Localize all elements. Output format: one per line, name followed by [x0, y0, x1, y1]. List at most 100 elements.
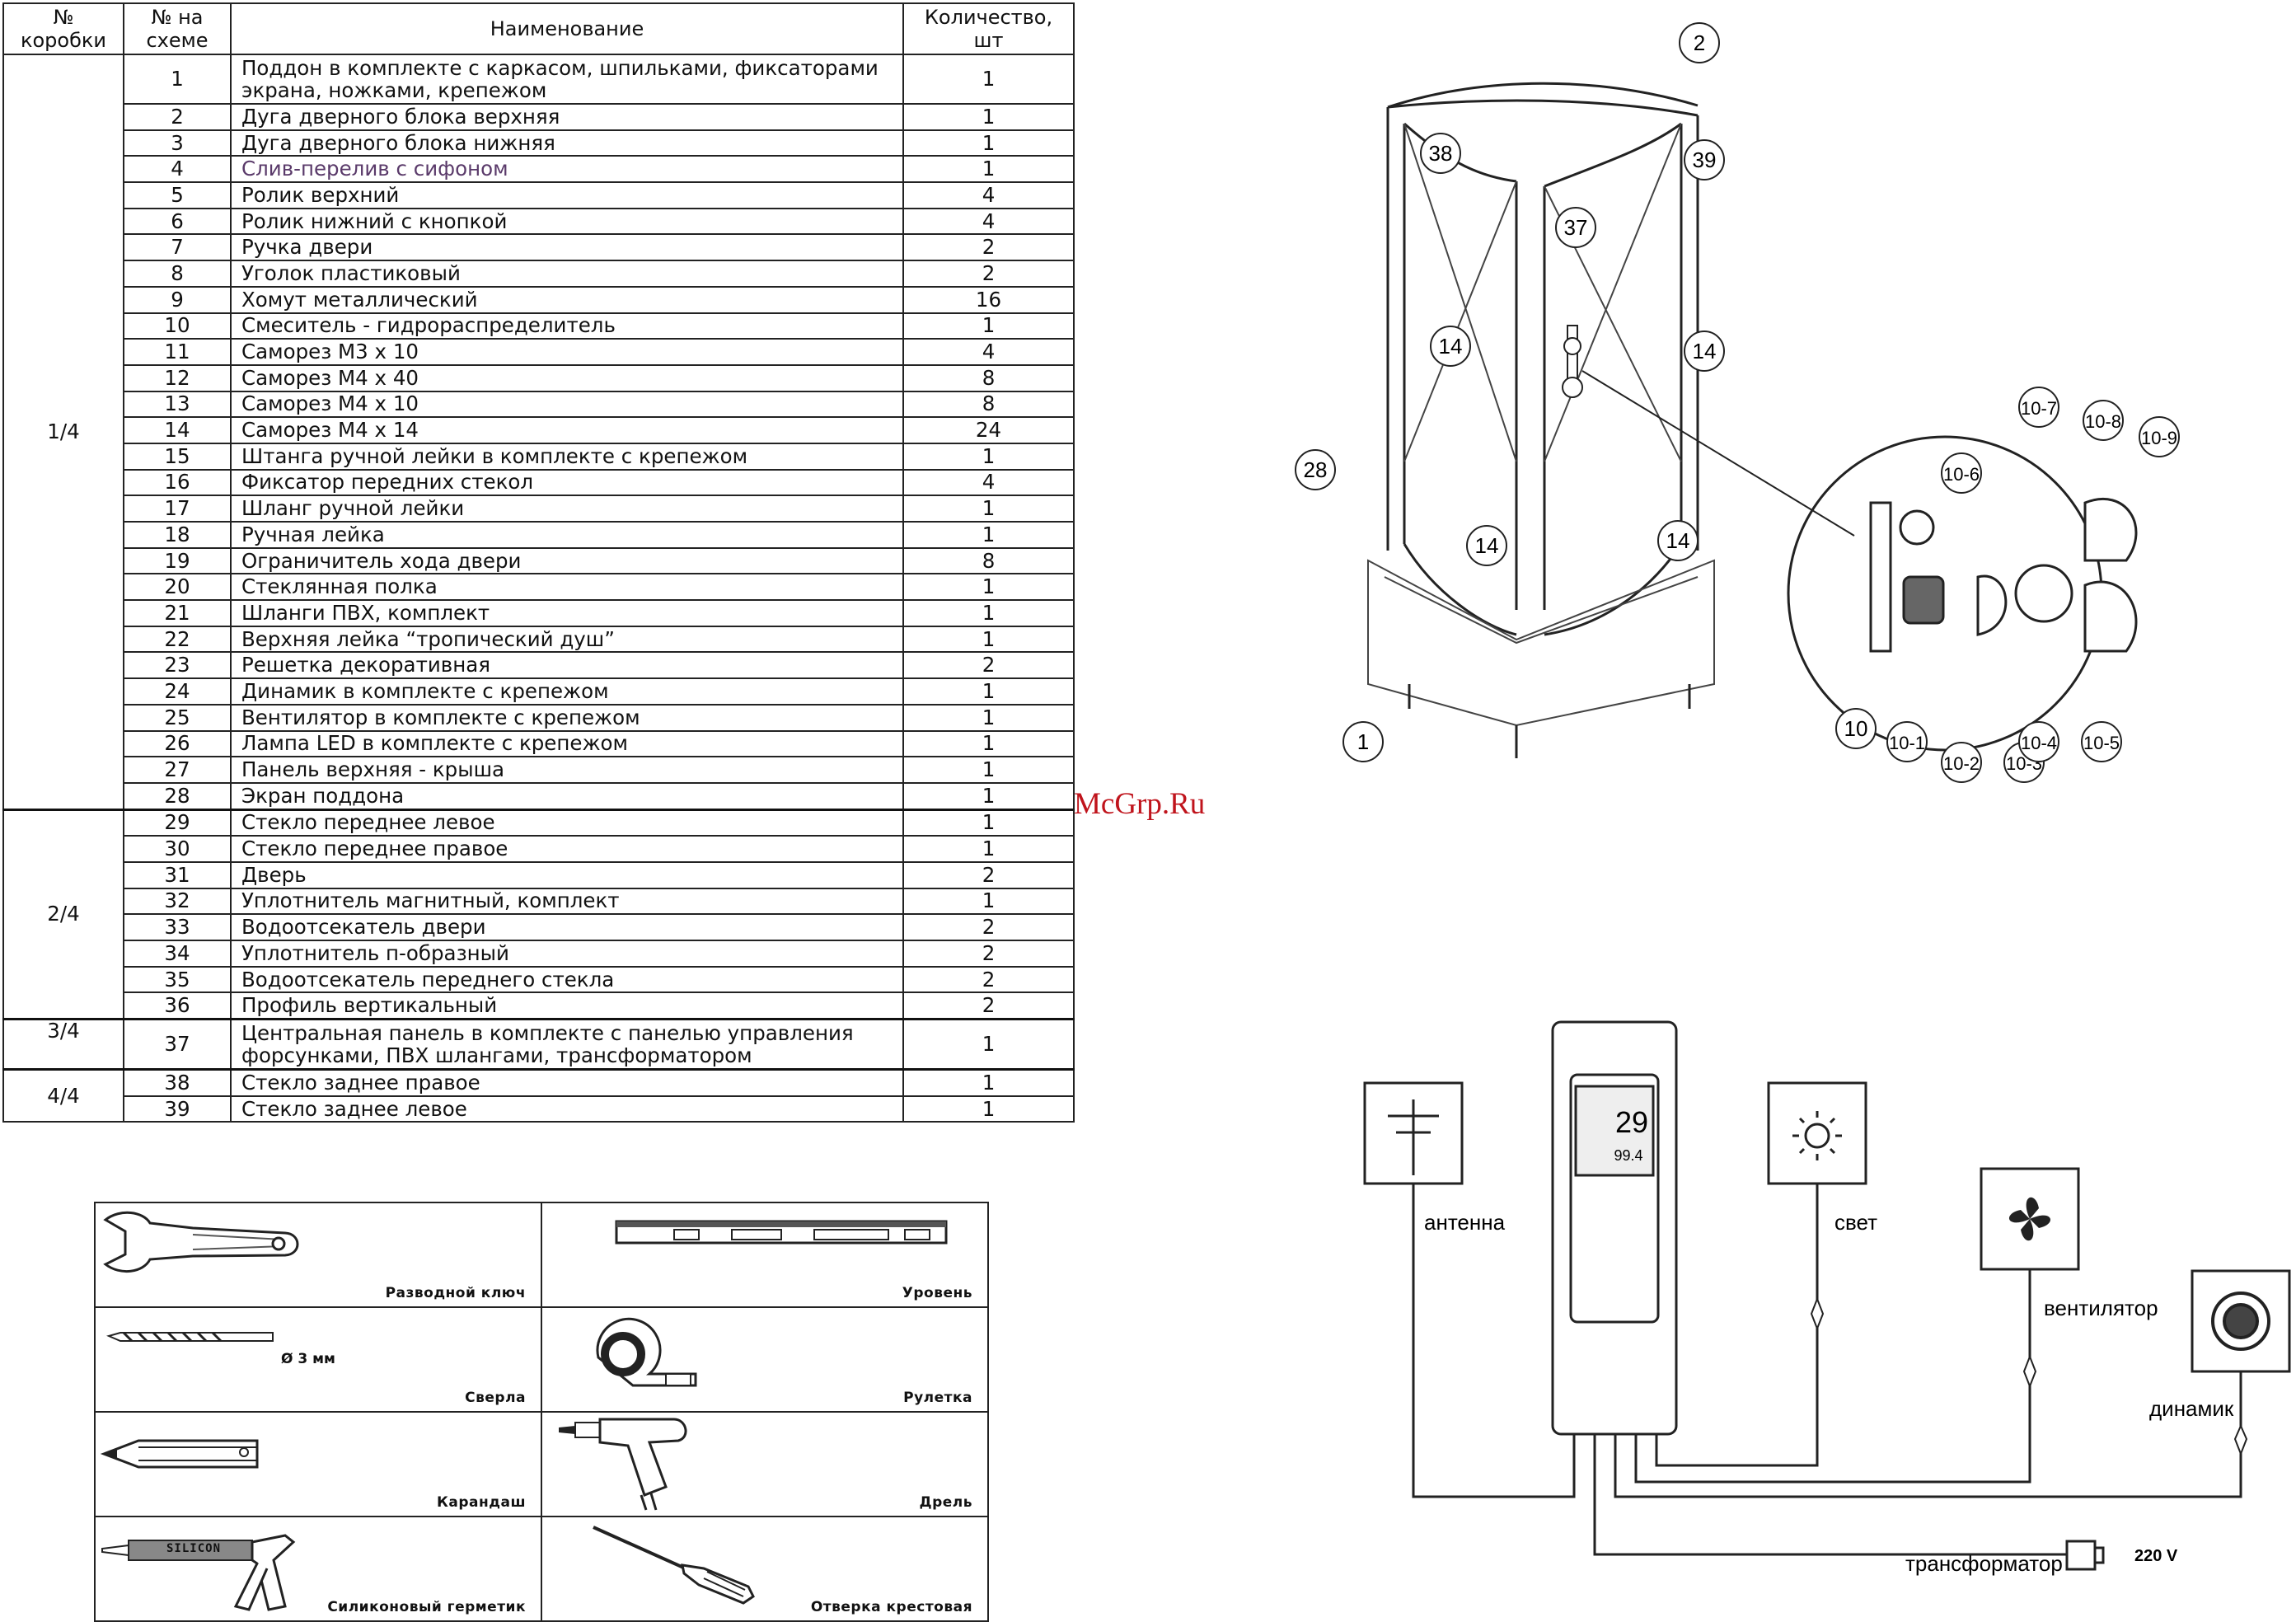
box-number: 1/4 [2, 53, 124, 811]
part-name: Слив-перелив с сифоном [230, 155, 904, 184]
part-name: Стекло переднее правое [230, 835, 904, 863]
part-name: Верхняя лейка “тропический душ” [230, 625, 904, 654]
label-antenna: антенна [1424, 1210, 1506, 1235]
scheme-number: 4 [123, 155, 232, 184]
scheme-number: 32 [123, 887, 232, 916]
scheme-number: 8 [123, 260, 232, 288]
scheme-number: 39 [123, 1095, 232, 1123]
scheme-number: 2 [123, 103, 232, 131]
scheme-number: 35 [123, 965, 232, 994]
scheme-number: 25 [123, 703, 232, 732]
part-name: Дуга дверного блока верхняя [230, 103, 904, 131]
callout-label: 38 [1429, 141, 1453, 166]
callout-circle [1466, 525, 1507, 566]
tool-label-drill: Дрель [919, 1494, 972, 1511]
part-name: Фиксатор передних стекол [230, 468, 904, 497]
callout-label: 10-1 [1889, 733, 1925, 753]
callout-circle [2018, 387, 2059, 428]
part-quantity: 1 [902, 677, 1075, 706]
scheme-number: 17 [123, 495, 232, 523]
speaker-icon [2211, 1292, 2270, 1351]
tool-cell-pencil: Карандаш [94, 1411, 542, 1517]
tool-label-wrench: Разводной ключ [385, 1285, 526, 1301]
part-name: Центральная панель в комплекте с панелью… [230, 1018, 904, 1071]
part-name: Шланг ручной лейки [230, 495, 904, 523]
callout-circle [2018, 721, 2059, 762]
part-quantity: 1 [902, 521, 1075, 549]
part-quantity: 1 [902, 312, 1075, 340]
part-name: Стекло заднее правое [230, 1068, 904, 1097]
tool-cell-drill-bit: Ø 3 мм Сверла [94, 1306, 542, 1413]
display-frequency: 99.4 [1614, 1147, 1642, 1164]
scheme-number: 38 [123, 1068, 232, 1097]
callout-circle [1657, 520, 1699, 561]
scheme-number: 26 [123, 729, 232, 758]
part-name: Ролик нижний с кнопкой [230, 207, 904, 236]
callout-circle [1886, 721, 1928, 762]
part-name: Шланги ПВХ, комплект [230, 599, 904, 627]
scheme-number: 14 [123, 416, 232, 444]
part-quantity: 1 [902, 781, 1075, 811]
callout-circle [1941, 452, 1982, 494]
part-name: Смеситель - гидрораспределитель [230, 312, 904, 340]
scheme-number: 29 [123, 808, 232, 837]
part-quantity: 1 [902, 495, 1075, 523]
header-quantity: Количество, шт [902, 2, 1075, 55]
part-name: Вентилятор в комплекте с крепежом [230, 703, 904, 732]
callout-circle [1295, 449, 1336, 490]
scheme-number: 9 [123, 285, 232, 314]
part-name: Дуга дверного блока нижняя [230, 129, 904, 157]
part-name: Панель верхняя - крыша [230, 756, 904, 784]
scheme-number: 21 [123, 599, 232, 627]
callout-circle [1430, 326, 1471, 367]
scheme-number: 15 [123, 442, 232, 471]
mixer-assembly [1562, 325, 1583, 398]
adjustable-wrench-icon [103, 1211, 299, 1273]
tape-measure-icon [596, 1317, 697, 1387]
part-quantity: 8 [902, 390, 1075, 419]
sealant-tube-text: SILICON [166, 1542, 222, 1555]
part-name: Уплотнитель п-образный [230, 940, 904, 968]
tool-label-level: Уровень [902, 1285, 972, 1301]
part-quantity: 4 [902, 338, 1075, 366]
part-name: Дверь [230, 860, 904, 889]
tool-label-pencil: Карандаш [436, 1494, 526, 1511]
mixer-detail [1869, 497, 2138, 653]
part-name: Штанга ручной лейки в комплекте с крепеж… [230, 442, 904, 471]
tool-cell-drill: Дрель [541, 1411, 989, 1517]
part-name: Ручка двери [230, 233, 904, 262]
part-quantity: 2 [902, 991, 1075, 1020]
part-name: Динамик в комплекте с крепежом [230, 677, 904, 706]
part-quantity: 1 [902, 1095, 1075, 1123]
callout-label: 1 [1357, 729, 1369, 754]
scheme-number: 24 [123, 677, 232, 706]
scheme-number: 18 [123, 521, 232, 549]
part-name: Саморез М3 х 10 [230, 338, 904, 366]
scheme-number: 10 [123, 312, 232, 340]
callout-label: 14 [1439, 334, 1463, 359]
part-quantity: 1 [902, 129, 1075, 157]
part-quantity: 8 [902, 546, 1075, 575]
scheme-number: 37 [123, 1018, 232, 1071]
part-name: Хомут металлический [230, 285, 904, 314]
part-quantity: 8 [902, 363, 1075, 392]
scheme-number: 28 [123, 781, 232, 811]
tool-cell-tape-measure: Рулетка [541, 1306, 989, 1413]
light-icon [1792, 1111, 1842, 1160]
